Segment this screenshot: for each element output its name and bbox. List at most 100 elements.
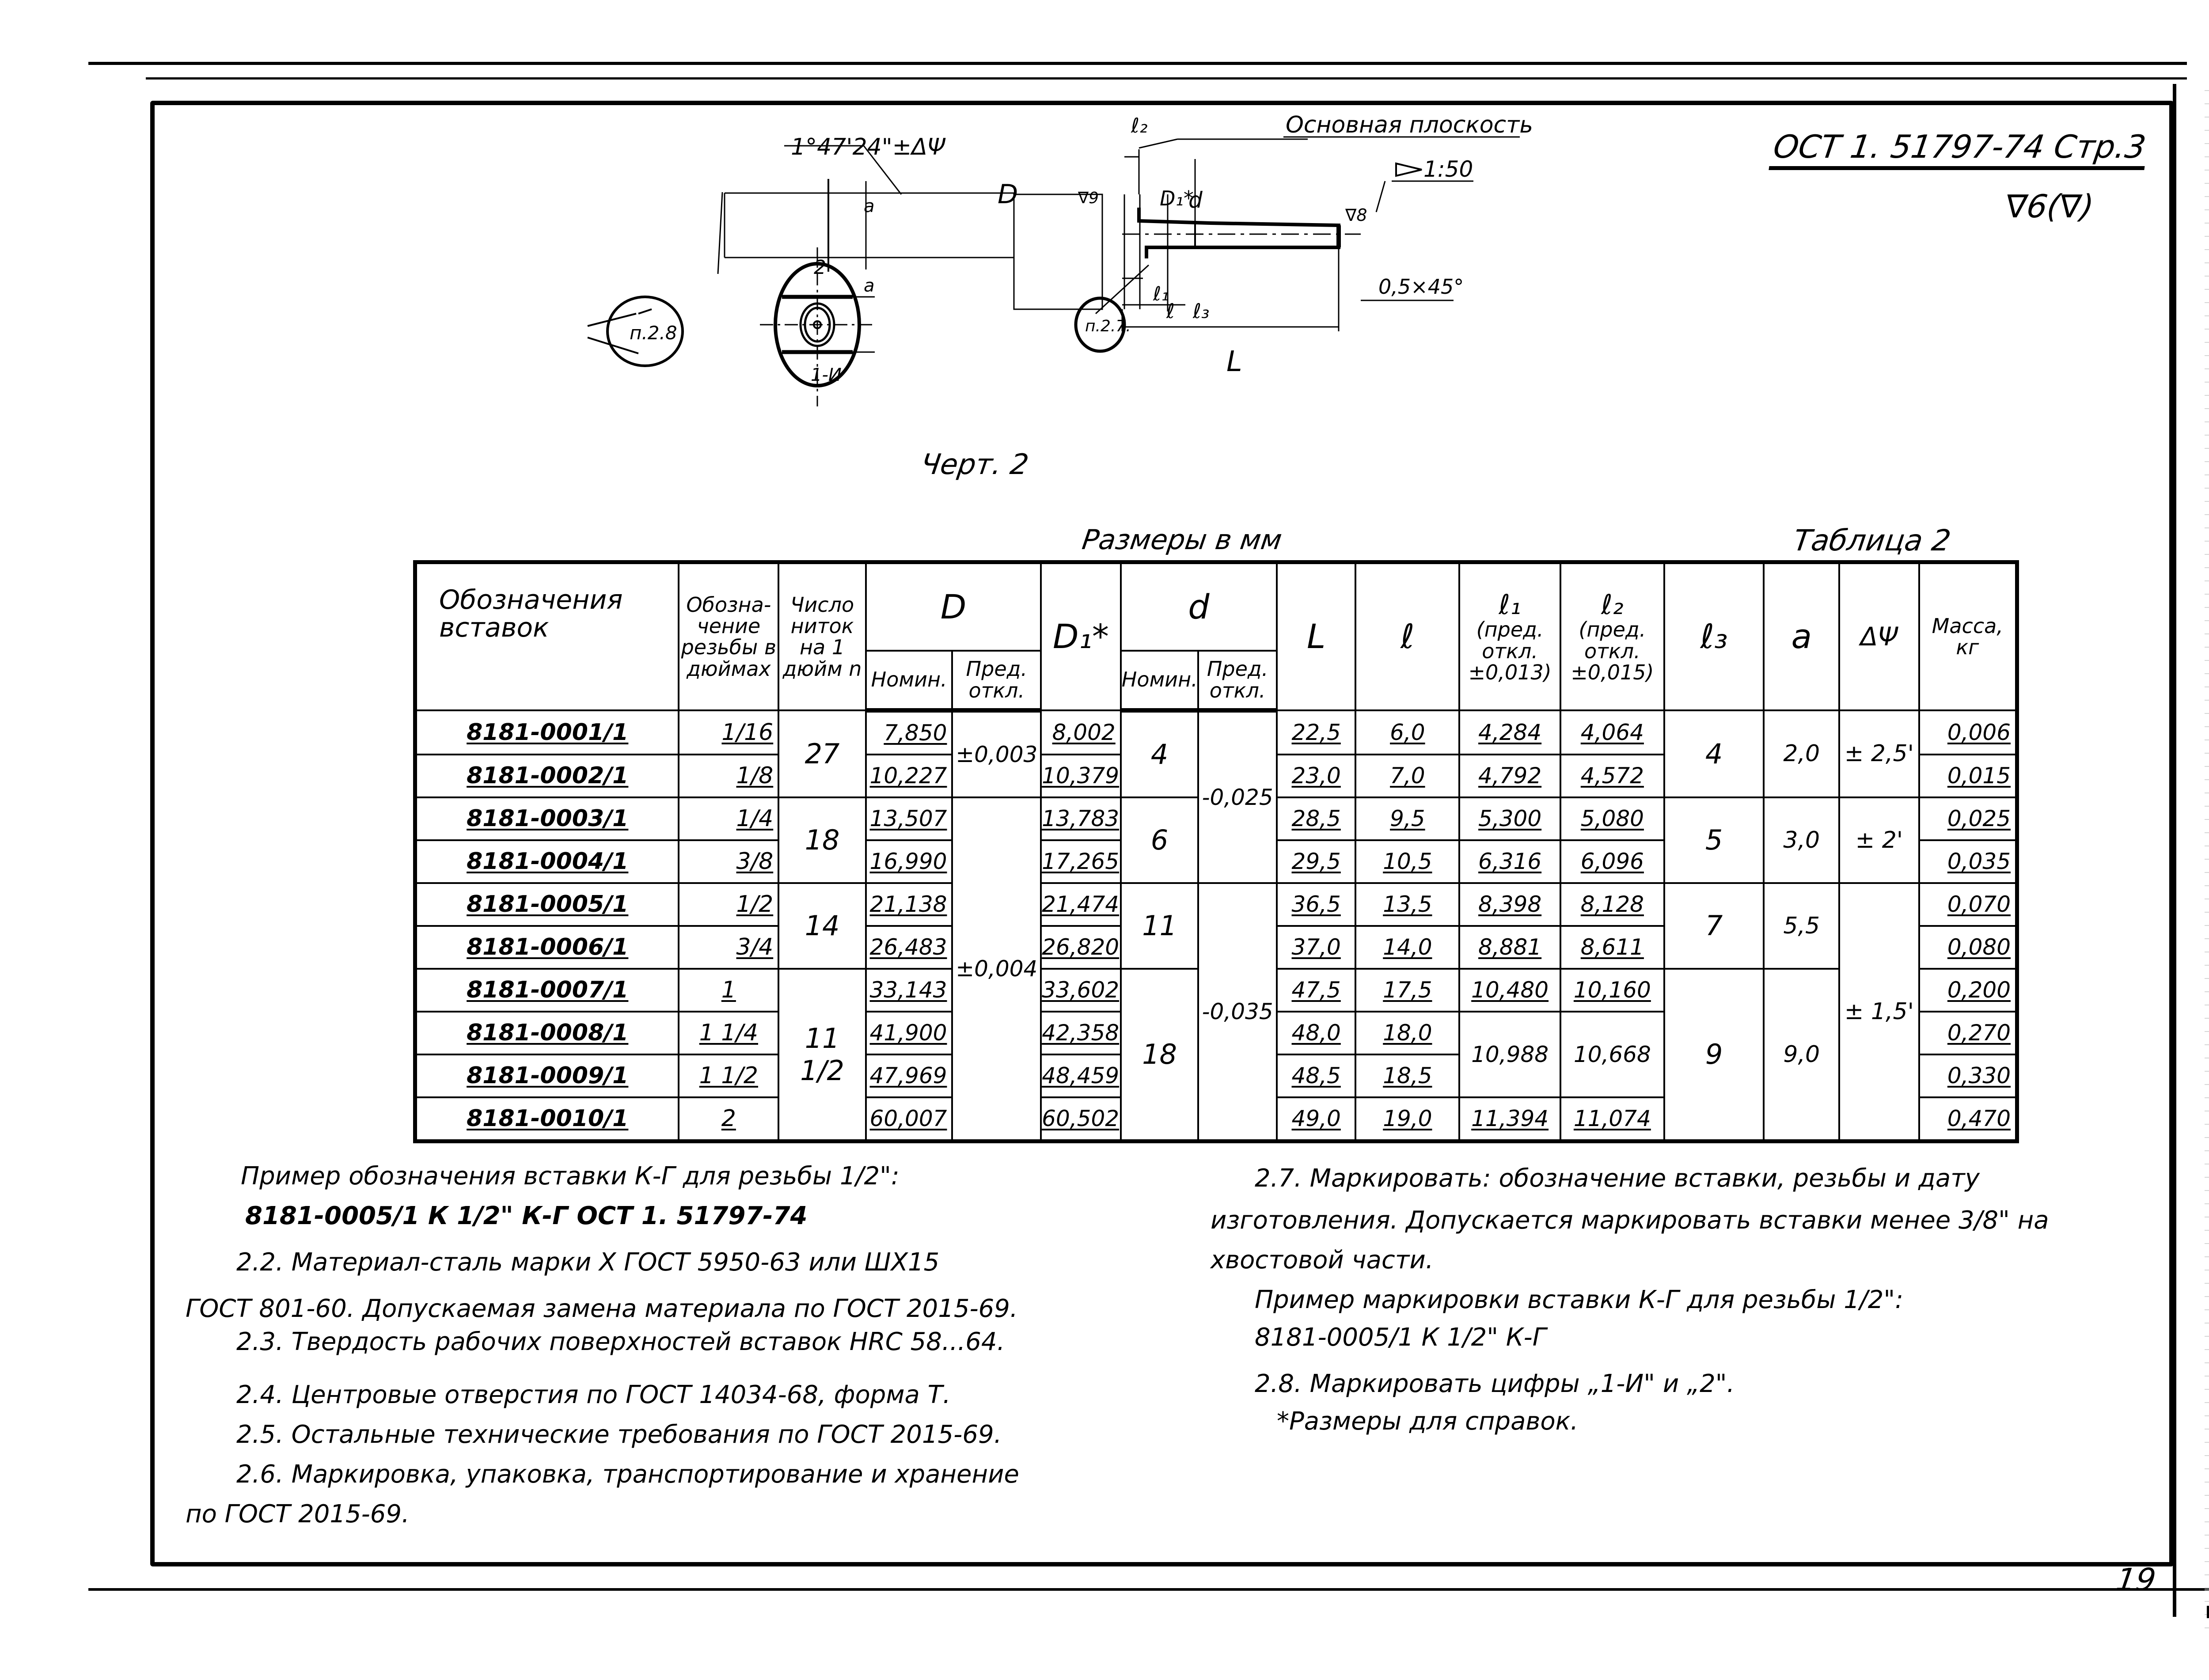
header-threads-per-inch: Число ниток на 1 дюйм n	[778, 561, 867, 711]
cell-l2: 5,080	[1559, 796, 1665, 841]
cell-d-nominal: 18	[1120, 967, 1199, 1142]
cell-l3: 5	[1663, 796, 1765, 884]
svg-text:D₁*: D₁*	[1160, 186, 1194, 210]
cell-L: 48,5	[1275, 1053, 1357, 1098]
cell-mass: 0,035	[1918, 839, 2018, 884]
scan-registration-mark	[2207, 1606, 2209, 1618]
note-2-2-continued: ГОСТ 801-60. Допускаемая замена материал…	[186, 1294, 1018, 1323]
header-designation: Обозначения вставок	[414, 561, 680, 711]
cell-thread: 1/16	[678, 709, 780, 755]
header-a: a	[1763, 561, 1841, 711]
note-2-3: 2.3. Твердость рабочих поверхностей вста…	[236, 1327, 1005, 1356]
cell-mass: 0,025	[1918, 796, 2018, 841]
header-l3: ℓ₃	[1663, 561, 1765, 711]
cell-l2: 10,160	[1559, 967, 1665, 1013]
cell-l2: 6,096	[1559, 839, 1665, 884]
note-ref-27-circle	[1074, 296, 1126, 353]
cell-l: 17,5	[1355, 967, 1461, 1013]
svg-text:ℓ: ℓ	[1166, 299, 1175, 323]
cell-L: 28,5	[1275, 796, 1357, 841]
cell-designation: 8181-0006/1	[414, 925, 680, 970]
frame-outer-right-line	[2173, 84, 2176, 1617]
insert-drawing-svg: п.2.8 2 1-И 1°47'24"±ΔΨ Основная плоскос…	[587, 112, 1533, 406]
cell-mass: 0,200	[1918, 967, 2018, 1013]
header-d-tolerance: Пред. откл.	[1197, 649, 1278, 713]
cell-D-nominal: 7,850	[865, 709, 953, 755]
cell-thread: 3/8	[678, 839, 780, 884]
cell-thread: 1 1/2	[678, 1053, 780, 1098]
frame-outer-bottom-line	[88, 1588, 2209, 1591]
svg-text:d: d	[1188, 187, 1203, 213]
cell-D1: 21,474	[1040, 882, 1122, 927]
cell-l1: 4,284	[1458, 709, 1561, 755]
cell-L: 37,0	[1275, 925, 1357, 970]
svg-text:1-И: 1-И	[811, 365, 842, 385]
cell-D-nominal: 33,143	[865, 967, 953, 1013]
header-mass: Масса, кг	[1918, 561, 2018, 711]
cell-D-nominal: 60,007	[865, 1096, 953, 1142]
scan-edge-strip	[2205, 84, 2209, 1630]
cell-l1: 8,881	[1458, 925, 1561, 970]
table-row: 8181-0002/1 1/8 10,227 10,379 23,0 7,0 4…	[414, 753, 2018, 798]
note-marking-example: 8181-0005/1 К 1/2" К-Г	[1255, 1323, 1546, 1352]
svg-text:∇8: ∇8	[1345, 205, 1367, 225]
cell-d-nominal: 11	[1120, 882, 1199, 970]
cell-mass: 0,270	[1918, 1010, 2018, 1055]
cell-l2: 10,668	[1559, 1010, 1665, 1098]
cell-D-nominal: 16,990	[865, 839, 953, 884]
cell-dphi: ± 2'	[1838, 796, 1920, 884]
svg-text:п.2.8: п.2.8	[630, 322, 677, 344]
cell-threads-per-inch: 18	[778, 796, 867, 884]
cell-designation: 8181-0010/1	[414, 1096, 680, 1142]
cell-l2: 4,064	[1559, 709, 1665, 755]
cell-designation: 8181-0003/1	[414, 796, 680, 841]
cell-D-nominal: 13,507	[865, 796, 953, 841]
cell-thread: 2	[678, 1096, 780, 1142]
table-caption: Таблица 2	[1791, 523, 1953, 557]
svg-text:1°47'24"±ΔΨ: 1°47'24"±ΔΨ	[791, 134, 946, 160]
cell-D-nominal: 41,900	[865, 1010, 953, 1055]
cell-l3: 9	[1663, 967, 1765, 1142]
cell-mass: 0,470	[1918, 1096, 2018, 1142]
note-ref-28-circle	[606, 296, 684, 367]
note-2-7-continued: изготовления. Допускается маркировать вс…	[1211, 1206, 2049, 1235]
cell-l3: 4	[1663, 709, 1765, 798]
cell-designation: 8181-0004/1	[414, 839, 680, 884]
svg-text:п.2.7.: п.2.7.	[1085, 317, 1131, 335]
cell-l: 6,0	[1355, 709, 1461, 755]
cell-l3: 7	[1663, 882, 1765, 970]
table-row: 8181-0009/1 1 1/2 47,969 48,459 48,5 18,…	[414, 1053, 2018, 1098]
cell-designation: 8181-0009/1	[414, 1053, 680, 1098]
table-row: 8181-0005/1 1/2 14 21,138 21,474 11 -0,0…	[414, 882, 2018, 1142]
cell-designation: 8181-0001/1	[414, 709, 680, 755]
technical-drawing: п.2.8 2 1-И 1°47'24"±ΔΨ Основная плоскос…	[552, 110, 1613, 508]
cell-l: 9,5	[1355, 796, 1461, 841]
header-D-tolerance: Пред. откл.	[951, 649, 1042, 713]
cell-d-nominal: 6	[1120, 796, 1199, 884]
cell-D-nominal: 47,969	[865, 1053, 953, 1098]
svg-text:ℓ₂: ℓ₂	[1131, 114, 1147, 137]
svg-text:Основная плоскость: Основная плоскость	[1286, 112, 1533, 138]
cell-L: 23,0	[1275, 753, 1357, 798]
cell-D-nominal: 10,227	[865, 753, 953, 798]
table-row: 8181-0007/1 1 11 1/2 33,143 33,602 18 47…	[414, 967, 2018, 1142]
cell-D1: 13,783	[1040, 796, 1122, 841]
cell-mass: 0,080	[1918, 925, 2018, 970]
cell-D-tolerance: ±0,004	[951, 796, 1042, 1142]
cell-L: 49,0	[1275, 1096, 1357, 1142]
cell-designation: 8181-0008/1	[414, 1010, 680, 1055]
cell-L: 47,5	[1275, 967, 1357, 1013]
header-l: ℓ	[1355, 561, 1461, 711]
cell-D1: 17,265	[1040, 839, 1122, 884]
header-dphi: ΔΨ	[1838, 561, 1920, 711]
note-2-6-continued: по ГОСТ 2015-69.	[186, 1500, 410, 1528]
cell-l1: 6,316	[1458, 839, 1561, 884]
note-designation-example: 8181-0005/1 К 1/2" К-Г ОСТ 1. 51797-74	[245, 1202, 808, 1230]
note-2-8: 2.8. Маркировать цифры „1-И" и „2".	[1255, 1369, 1735, 1398]
frame-outer-top-line-2	[146, 77, 2187, 80]
header-l2-symbol: ℓ₂	[1601, 588, 1624, 621]
cell-l1: 5,300	[1458, 796, 1561, 841]
cell-thread: 3/4	[678, 925, 780, 970]
units-caption: Размеры в мм	[1080, 523, 1284, 556]
cell-l1: 10,988	[1458, 1010, 1561, 1098]
